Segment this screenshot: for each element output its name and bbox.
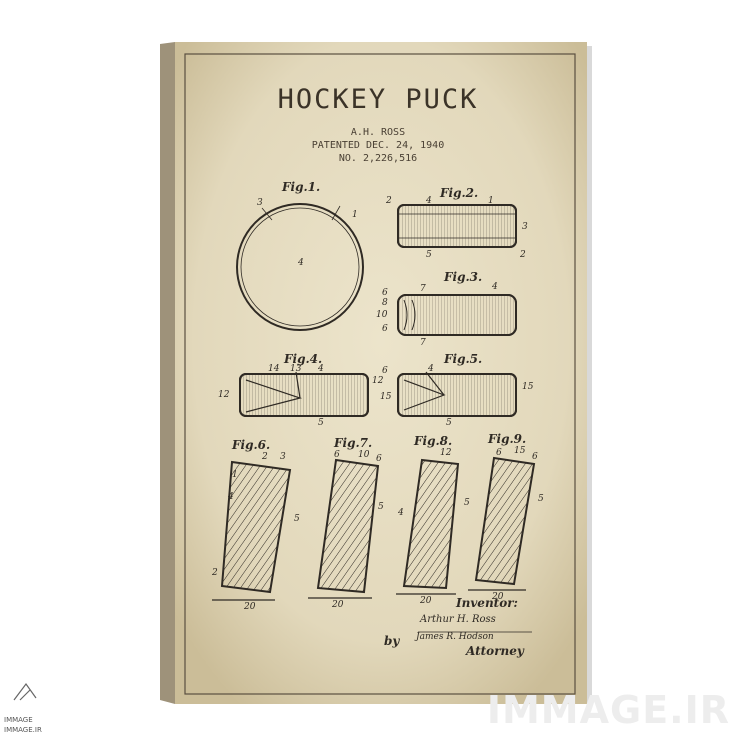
fig7-part: 20 (332, 600, 344, 610)
fig2-part: 2 (520, 250, 526, 260)
fig8-part: 4 (398, 508, 404, 518)
fig3-part: 6 (382, 324, 388, 334)
fig7-part: 10 (358, 450, 370, 460)
fig3-part: 4 (492, 282, 498, 292)
fig3-drawing (397, 294, 517, 336)
fig4-drawing (239, 371, 369, 417)
fig8-part: 12 (440, 448, 452, 458)
fig5-part: 6 (382, 366, 388, 376)
fig8-part: 20 (420, 596, 432, 606)
fig8-label: Fig.8. (414, 434, 453, 448)
fig2-drawing (397, 204, 517, 248)
fig7-part: 6 (334, 450, 340, 460)
fig4-label: Fig.4. (284, 352, 323, 366)
fig9-part: 6 (532, 452, 538, 462)
watermark-text: IMMAGE.IR (486, 688, 730, 732)
poster-border (184, 53, 576, 695)
fig6-part: 2 (212, 568, 218, 578)
fig7-part: 5 (378, 502, 384, 512)
inventor-name: A.H. ROSS (350, 127, 406, 138)
fig3-part: 7 (420, 284, 426, 294)
fig4-part: 4 (318, 364, 324, 374)
fig6-part: 4 (228, 492, 234, 502)
fig9-label: Fig.9. (488, 432, 527, 446)
inventor-signature: Arthur H. Ross (420, 614, 496, 625)
fig6-drawing (212, 460, 292, 601)
fig4-part: 14 (268, 364, 280, 374)
canvas-side-edge (160, 42, 175, 704)
fig2-part: 3 (522, 222, 528, 232)
attorney-label: Attorney (466, 644, 524, 658)
inventor-label: Inventor: (456, 596, 518, 610)
fig1-part: 1 (352, 210, 358, 220)
fig5-part: 15 (522, 382, 534, 392)
fig2-part: 5 (426, 250, 432, 260)
fig6-part: 1 (232, 470, 238, 480)
fig2-part: 2 (386, 196, 392, 206)
logo-icon (13, 682, 37, 701)
fig4-part: 5 (318, 418, 324, 428)
logo-subtext: IMMAGE.IR (4, 726, 42, 734)
fig9-part: 6 (496, 448, 502, 458)
patent-date: PATENTED DEC. 24, 1940 (311, 140, 445, 151)
fig4-part: 12 (218, 390, 230, 400)
fig6-part: 5 (294, 514, 300, 524)
fig8-part: 5 (464, 498, 470, 508)
fig1-part: 4 (298, 258, 304, 268)
fig4-part: 12 (372, 376, 384, 386)
attorney-signature: James R. Hodson (416, 632, 494, 642)
fig1-label: Fig.1. (282, 180, 321, 194)
fig9-part: 20 (492, 592, 504, 602)
fig3-part: 8 (382, 298, 388, 308)
fig5-part: 15 (380, 392, 392, 402)
fig3-part: 7 (420, 338, 426, 348)
fig5-part: 5 (446, 418, 452, 428)
fig3-label: Fig.3. (444, 270, 483, 284)
fig9-drawing (468, 456, 536, 591)
fig5-drawing (397, 371, 517, 417)
fig3-part: 10 (376, 310, 388, 320)
fig2-label: Fig.2. (440, 186, 479, 200)
fig6-label: Fig.6. (232, 438, 271, 452)
by-label: by (384, 634, 400, 648)
canvas-face (175, 42, 587, 704)
fig2-part: 1 (488, 196, 494, 206)
fig6-part: 3 (280, 452, 286, 462)
fig1-part: 3 (257, 198, 263, 208)
fig8-drawing (396, 458, 460, 595)
fig7-drawing (308, 458, 380, 599)
fig7-label: Fig.7. (334, 436, 373, 450)
fig9-part: 5 (538, 494, 544, 504)
poster-title: HOCKEY PUCK (277, 84, 479, 115)
fig7-part: 6 (376, 454, 382, 464)
fig5-part: 4 (428, 364, 434, 374)
patent-number: NO. 2,226,516 (338, 153, 418, 164)
fig6-part: 2 (262, 452, 268, 462)
fig4-part: 13 (290, 364, 302, 374)
fig5-label: Fig.5. (444, 352, 483, 366)
fig2-part: 4 (426, 196, 432, 206)
fig6-part: 20 (244, 602, 256, 612)
logo-text: IMMAGE (4, 716, 33, 724)
fig9-part: 15 (514, 446, 526, 456)
fig3-part: 6 (382, 288, 388, 298)
fig1-drawing (236, 203, 364, 331)
